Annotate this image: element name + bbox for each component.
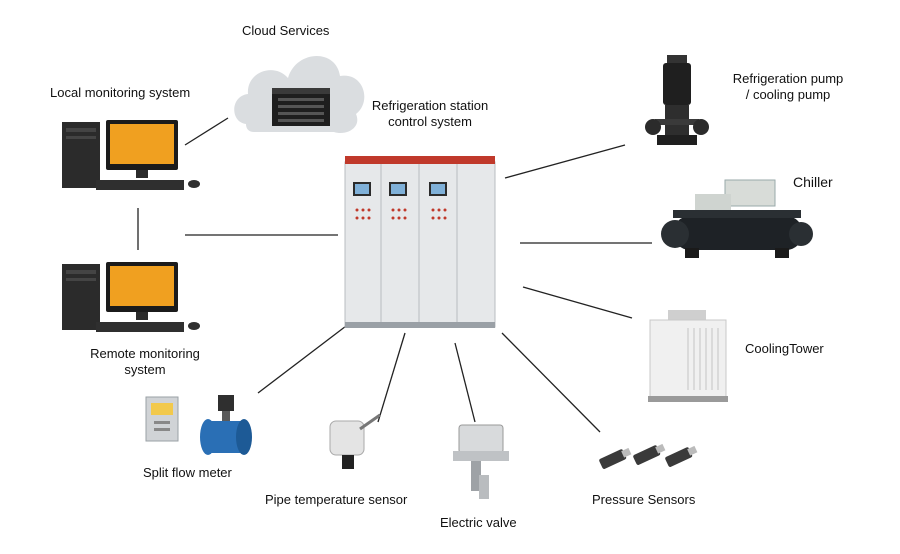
temperature-sensor-icon xyxy=(329,413,381,469)
pump-label-line1: Refrigeration pump xyxy=(732,71,844,86)
connector-cloud xyxy=(184,117,229,146)
center-label-line1: Refrigeration station xyxy=(371,98,489,113)
cloud-services-label: Cloud Services xyxy=(242,23,330,38)
connector-flow-meter xyxy=(257,322,351,394)
pressure-sensors-label: Pressure Sensors xyxy=(592,492,696,507)
cooling-tower-label: CoolingTower xyxy=(745,341,824,356)
desktop-computer-icon-local xyxy=(62,120,200,190)
remote-monitoring-label-line1: Remote monitoring xyxy=(90,346,200,361)
connector-pump xyxy=(504,144,626,179)
connector-cooling-tower xyxy=(522,286,633,319)
cloud-server-icon xyxy=(234,55,365,134)
chiller-icon xyxy=(661,179,813,258)
pipe-sensor-label: Pipe temperature sensor xyxy=(265,492,408,507)
connector-lines xyxy=(137,117,652,433)
local-monitoring-label: Local monitoring system xyxy=(50,85,191,100)
electric-valve-icon xyxy=(453,424,509,499)
connector-pressure xyxy=(501,332,601,433)
electric-valve-label: Electric valve xyxy=(440,515,517,530)
flow-meter-label: Split flow meter xyxy=(143,465,232,480)
remote-monitoring-label-line2: system xyxy=(124,362,166,377)
pump-label-line2: / cooling pump xyxy=(745,87,831,102)
connector-pipe-sensor xyxy=(377,332,406,423)
pressure-sensor-icon xyxy=(599,443,698,469)
control-cabinet-icon xyxy=(344,156,496,328)
vertical-pump-icon xyxy=(645,55,709,145)
connector-valve xyxy=(454,342,476,423)
chiller-label: Chiller xyxy=(793,174,833,190)
desktop-computer-icon-remote xyxy=(62,262,200,332)
flow-meter-icon xyxy=(145,395,252,455)
cooling-tower-icon xyxy=(648,310,728,402)
center-label-line2: control system xyxy=(388,114,472,129)
